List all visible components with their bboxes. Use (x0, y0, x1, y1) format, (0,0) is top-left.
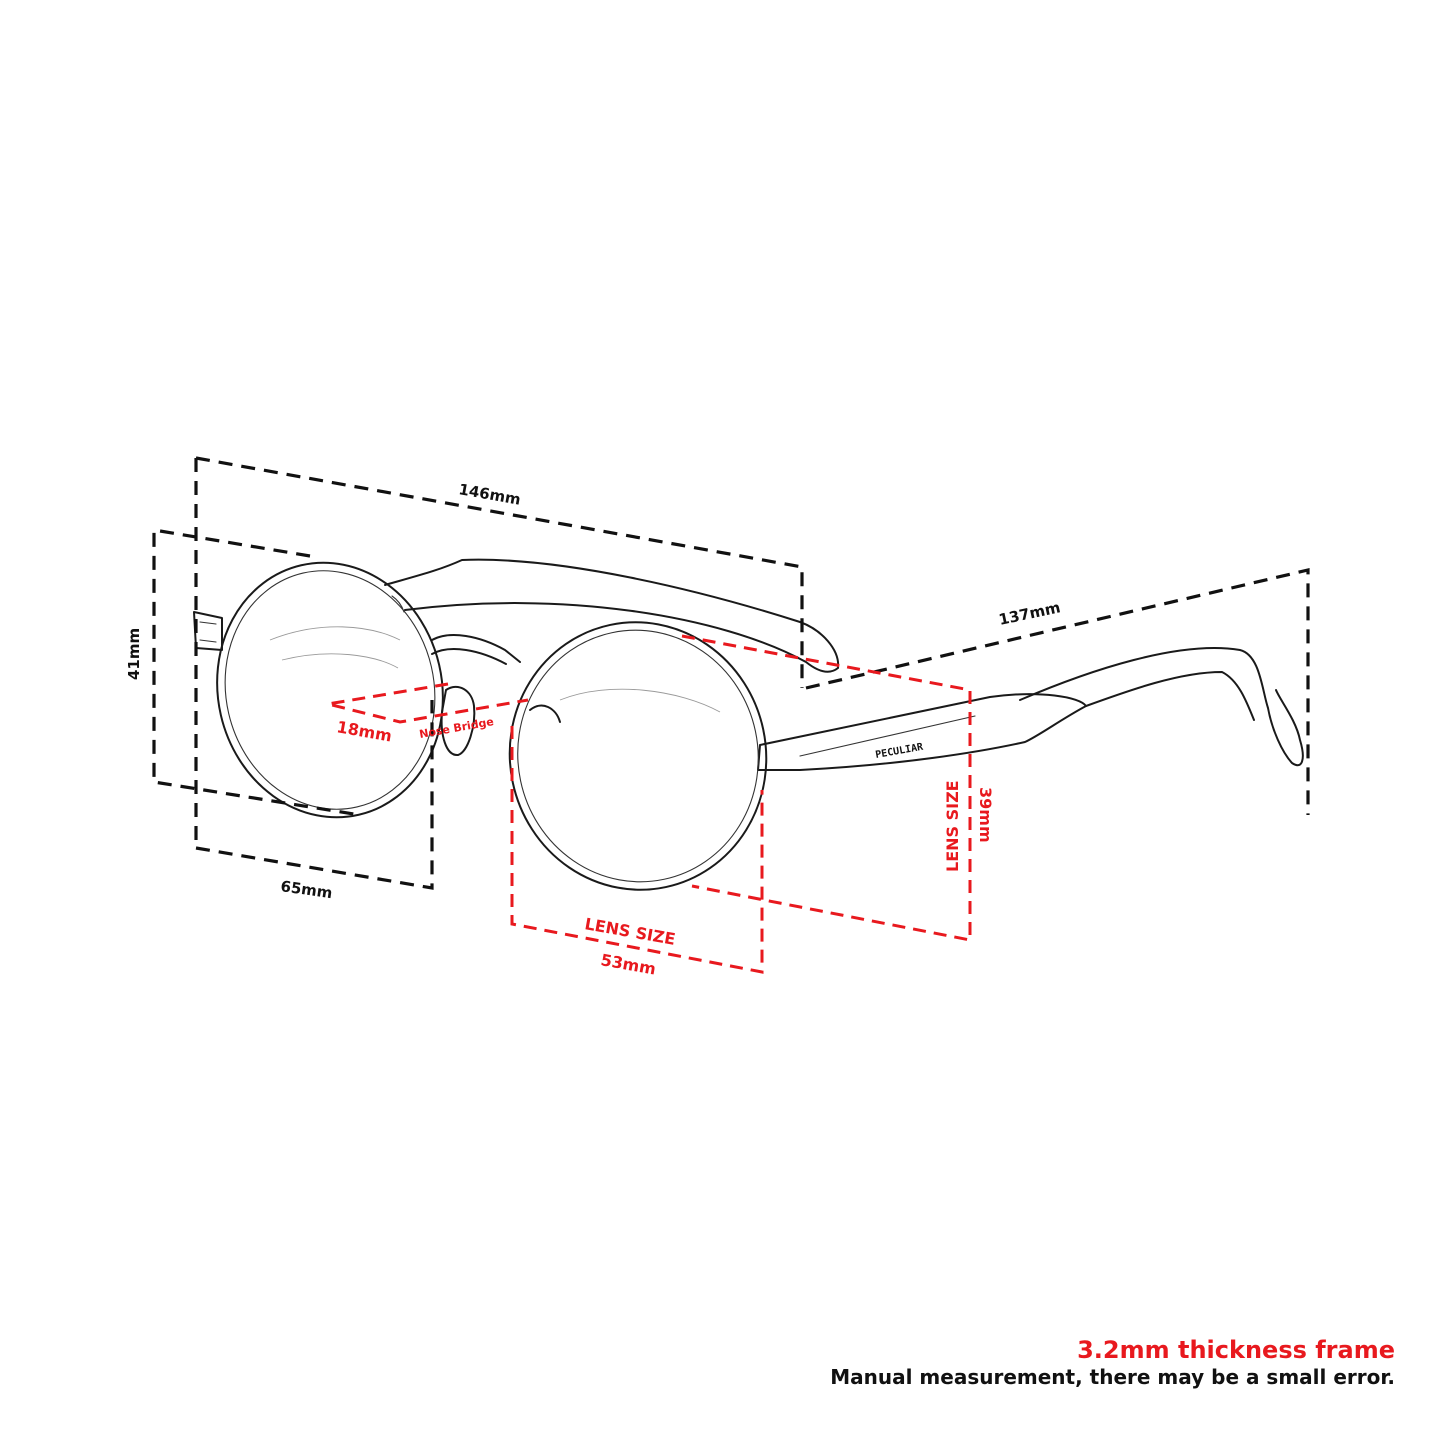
near-temple-earpiece (1019, 647, 1304, 767)
lens-width-title: LENS SIZE (583, 914, 677, 949)
left-lens-rim-inner (224, 570, 436, 810)
left-lens-rim-outer (216, 561, 444, 819)
left-endpiece-detail (199, 621, 217, 643)
temple-brand-mark: PECULIAR (875, 742, 925, 761)
dimension-labels: 146mm 137mm 41mm 65mm 18mm Nose Bridge L… (125, 480, 1062, 978)
frame-thickness-note: 3.2mm thickness frame (1077, 1336, 1395, 1364)
frame-height-label: 41mm (125, 628, 143, 680)
lens-height-dim-line (681, 634, 972, 942)
right-lens-reflection (559, 688, 721, 713)
left-nose-pad (440, 685, 476, 756)
bridge-bar (431, 634, 521, 665)
measurement-disclaimer: Manual measurement, there may be a small… (830, 1365, 1395, 1389)
temple-length-label: 137mm (997, 598, 1062, 629)
far-temple-arm (384, 558, 840, 673)
black-dimension-guides (152, 456, 1310, 890)
right-lens-rim-outer (508, 621, 768, 891)
bridge-dim-line (327, 682, 529, 724)
bridge-label: Nose Bridge (418, 715, 495, 741)
lens-height-label: 39mm (976, 787, 995, 843)
total-width-label: 146mm (457, 480, 522, 509)
right-lens-rim-inner (517, 629, 759, 883)
total-width-dim-line (195, 456, 804, 688)
near-temple-arm (757, 693, 1087, 771)
frame-width-dim-line (195, 700, 434, 890)
red-dimension-guides (327, 634, 972, 974)
left-endpiece (193, 611, 223, 651)
lens-width-dim-line (510, 726, 764, 974)
lens-height-title: LENS SIZE (943, 780, 962, 872)
temple-length-dim-line (805, 567, 1310, 815)
measurement-note: 3.2mm thickness frame Manual measurement… (830, 1335, 1395, 1389)
lens-width-label: 53mm (599, 950, 657, 978)
near-temple-inner-edge (1085, 671, 1255, 721)
left-lens-reflection (269, 626, 401, 669)
bridge-width-label: 18mm (335, 717, 393, 745)
frame-width-label: 65mm (279, 877, 333, 902)
frame-height-dim-line (152, 528, 361, 817)
glasses-drawing: PECULIAR (193, 558, 1304, 891)
right-nose-pad-arm (529, 704, 561, 723)
near-temple-groove (799, 715, 976, 757)
